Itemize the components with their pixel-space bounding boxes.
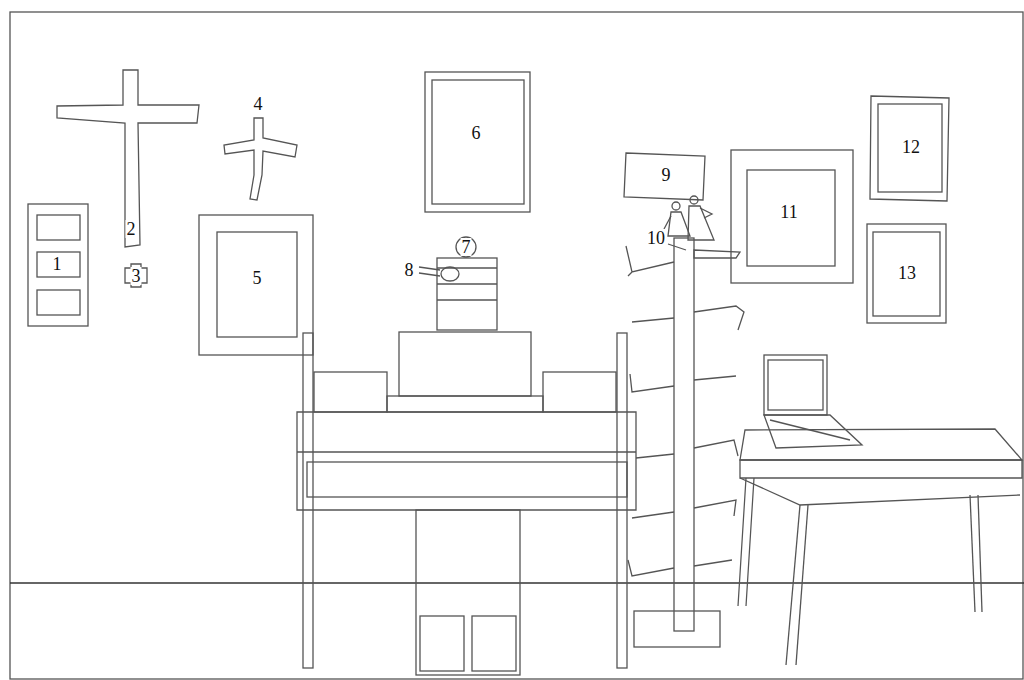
display-stand bbox=[626, 238, 744, 647]
side-table-part bbox=[746, 478, 754, 606]
organ-desk-part bbox=[307, 462, 627, 497]
side-table-part bbox=[740, 429, 1022, 460]
side-table-part bbox=[738, 478, 746, 606]
picture-frame-part bbox=[867, 224, 946, 323]
small-cabinet-part bbox=[437, 299, 497, 300]
callout-number: 4 bbox=[253, 95, 264, 113]
display-stand-part bbox=[632, 306, 744, 330]
picture-frame-part bbox=[432, 80, 524, 204]
leader-lines-part bbox=[419, 267, 440, 270]
picture-frame-part bbox=[747, 170, 835, 266]
side-table bbox=[738, 429, 1022, 665]
picture-frame bbox=[199, 215, 313, 355]
sign-board bbox=[624, 153, 705, 200]
callout-number: 10 bbox=[646, 229, 666, 247]
display-stand-part bbox=[628, 560, 732, 576]
callout-number: 5 bbox=[252, 269, 263, 287]
display-stand-part bbox=[632, 500, 736, 518]
small-cabinet-part bbox=[437, 283, 497, 284]
callout-number: 2 bbox=[126, 220, 137, 238]
frame-border bbox=[10, 12, 1023, 679]
figurines-part bbox=[688, 206, 714, 240]
callout-number: 8 bbox=[404, 261, 415, 279]
small-cabinet bbox=[437, 258, 497, 330]
laptop-part bbox=[770, 420, 850, 440]
picture-frame-part bbox=[878, 104, 942, 192]
organ-desk-part bbox=[297, 451, 636, 452]
callout-number: 3 bbox=[131, 267, 142, 285]
small-cabinet-part bbox=[437, 258, 497, 330]
triptych-frame bbox=[28, 204, 88, 326]
leader-lines bbox=[664, 216, 686, 250]
figurines-part bbox=[672, 202, 680, 210]
side-table-part bbox=[978, 495, 982, 612]
figurines bbox=[668, 196, 714, 240]
small-cabinet-part bbox=[441, 267, 459, 281]
floor-line bbox=[10, 582, 1024, 584]
picture-frame-part bbox=[199, 215, 313, 355]
organ-desk-part bbox=[617, 333, 627, 668]
picture-frame bbox=[867, 224, 946, 323]
organ-desk-part bbox=[387, 396, 543, 412]
round-object bbox=[456, 237, 476, 257]
side-table-part bbox=[970, 495, 975, 612]
callout-number: 12 bbox=[901, 138, 921, 156]
organ-desk-part bbox=[543, 372, 616, 412]
organ-desk-part bbox=[472, 616, 516, 671]
picture-frame-part bbox=[217, 232, 297, 337]
organ-desk-part bbox=[399, 332, 531, 396]
laptop-part bbox=[768, 360, 823, 410]
display-stand-part bbox=[694, 250, 740, 258]
organ-desk-part bbox=[297, 412, 636, 510]
small-cross bbox=[224, 118, 297, 200]
callout-number: 1 bbox=[52, 255, 63, 273]
organ-desk-part bbox=[314, 372, 387, 412]
picture-frame-part bbox=[731, 150, 853, 283]
callout-number: 7 bbox=[461, 238, 472, 256]
organ-desk-part bbox=[420, 616, 464, 671]
side-table-part bbox=[740, 460, 1022, 478]
callout-number: 13 bbox=[897, 264, 917, 282]
triptych-frame-part bbox=[37, 215, 80, 240]
callout-number: 6 bbox=[471, 124, 482, 142]
display-stand-part bbox=[626, 246, 674, 276]
picture-frame-part bbox=[873, 232, 940, 316]
display-stand-part bbox=[674, 238, 694, 631]
laptop-part bbox=[764, 355, 827, 415]
leader-lines-part bbox=[668, 244, 686, 250]
triptych-frame-part bbox=[37, 252, 80, 277]
display-stand-part bbox=[634, 611, 720, 647]
display-stand-part bbox=[636, 440, 738, 458]
callout-number: 9 bbox=[661, 166, 672, 184]
picture-frame bbox=[870, 96, 949, 201]
picture-frame-part bbox=[425, 72, 530, 212]
laptop-part bbox=[764, 415, 862, 448]
figurines-part bbox=[690, 196, 698, 204]
leader-lines bbox=[419, 267, 440, 276]
picture-frame bbox=[425, 72, 530, 212]
large-cross bbox=[57, 70, 199, 247]
small-plaque bbox=[125, 264, 147, 287]
figurines-part bbox=[668, 212, 690, 236]
leader-lines-part bbox=[664, 216, 671, 229]
picture-frame bbox=[731, 150, 853, 283]
side-table-part bbox=[796, 505, 808, 665]
triptych-frame-part bbox=[37, 290, 80, 315]
figurines-part bbox=[700, 208, 712, 218]
picture-frame-part bbox=[870, 96, 949, 201]
triptych-frame-part bbox=[28, 204, 88, 326]
laptop bbox=[764, 355, 862, 448]
display-stand-part bbox=[630, 374, 736, 392]
organ-desk-part bbox=[303, 333, 313, 668]
leader-lines-part bbox=[419, 273, 440, 276]
callout-number: 11 bbox=[779, 203, 798, 221]
organ-desk bbox=[297, 332, 636, 675]
organ-desk-part bbox=[416, 510, 520, 675]
